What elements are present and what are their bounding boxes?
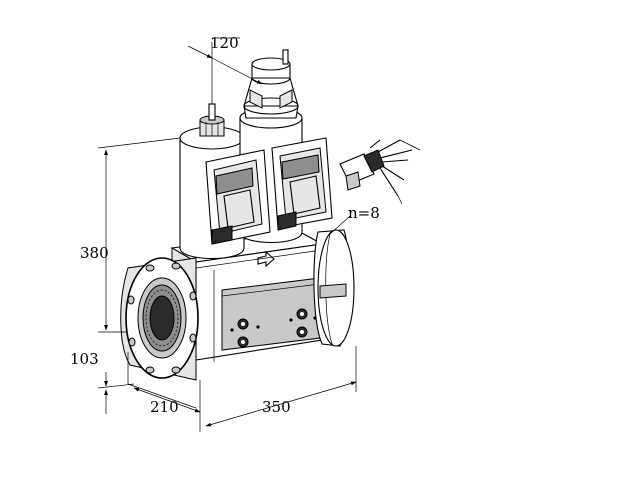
outlet-flange: [313, 229, 355, 347]
test-ports: [230, 308, 317, 348]
cable-plug: [339, 139, 421, 205]
dimension-lines: [97, 37, 357, 432]
dimension-label-connections: n=8: [348, 204, 380, 222]
right-connector: [271, 137, 333, 231]
dimension-label-350: 350: [262, 398, 291, 416]
flow-arrow-icon: [257, 250, 275, 268]
dimension-label-120: 120: [210, 34, 239, 52]
dimension-label-380: 380: [80, 244, 109, 262]
dimension-label-103: 103: [70, 350, 99, 368]
inlet-flange: [120, 257, 199, 381]
left-connector: [205, 149, 271, 245]
dimension-label-210: 210: [150, 398, 179, 416]
